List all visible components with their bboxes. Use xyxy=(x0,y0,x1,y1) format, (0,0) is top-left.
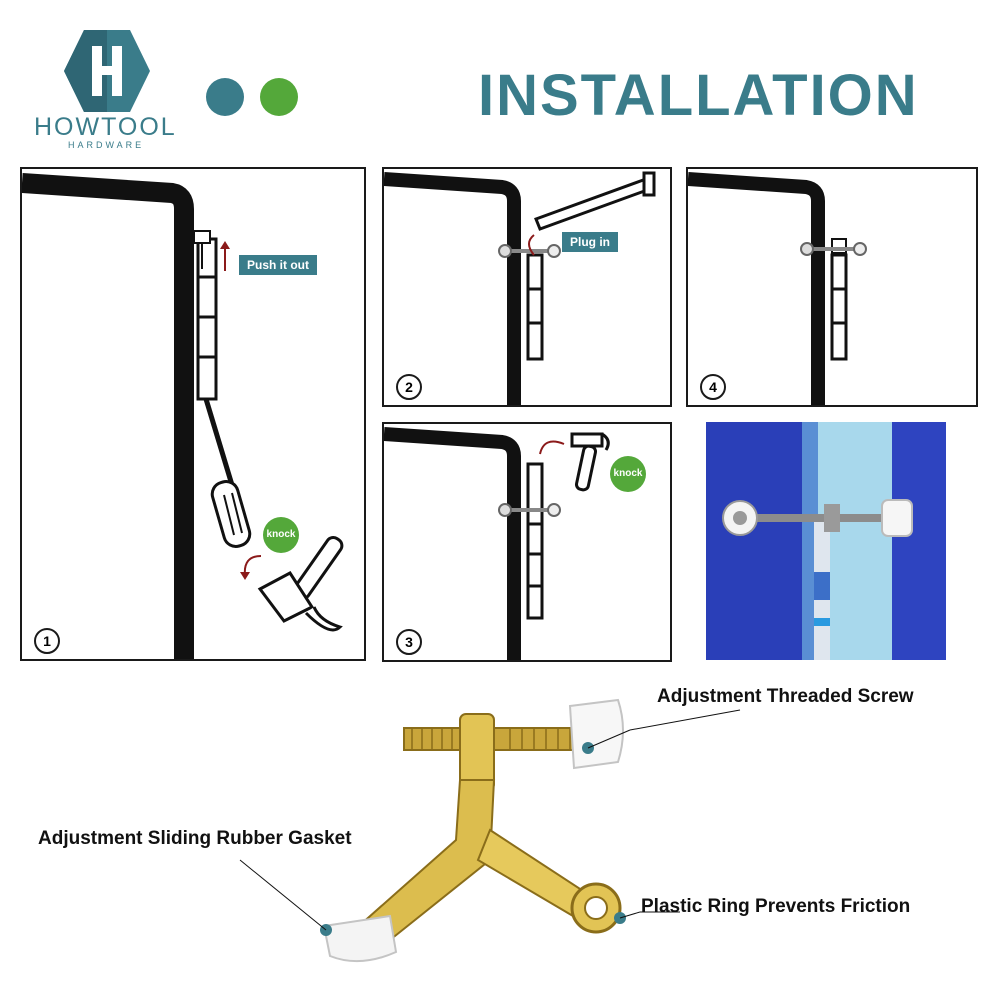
step-4-panel: 4 xyxy=(686,167,978,407)
door-frame-illustration xyxy=(22,173,218,659)
teal-dot xyxy=(206,78,244,116)
knock-badge-3: knock xyxy=(610,456,646,492)
hammer-icon xyxy=(257,535,344,632)
brand-name: HOWTOOL xyxy=(34,113,177,141)
door-frame-illustration xyxy=(688,172,867,405)
step-2-panel: Plug in 2 xyxy=(382,167,672,407)
step-4-number: 4 xyxy=(700,374,726,400)
page-title: INSTALLATION xyxy=(478,63,919,128)
label-rubber-gasket: Adjustment Sliding Rubber Gasket xyxy=(38,828,352,849)
label-plastic-ring: Plastic Ring Prevents Friction xyxy=(641,896,911,917)
step-1-panel: Push it out knock 1 xyxy=(20,167,366,661)
green-dot xyxy=(260,78,298,116)
installed-hinge-pin-photo xyxy=(706,422,946,660)
step-3-panel: knock 3 xyxy=(382,422,672,662)
push-it-out-tag: Push it out xyxy=(239,255,317,275)
door-frame-illustration xyxy=(384,427,565,660)
curved-arrow-icon xyxy=(240,555,262,580)
door-frame-illustration xyxy=(384,171,656,405)
knock-badge-1: knock xyxy=(263,517,299,553)
step-2-number: 2 xyxy=(396,374,422,400)
up-arrow-icon xyxy=(220,241,230,271)
label-threaded-screw: Adjustment Threaded Screw xyxy=(657,686,914,707)
step-1-number: 1 xyxy=(34,628,60,654)
hexagon-logo-icon xyxy=(64,30,150,112)
step-3-number: 3 xyxy=(396,629,422,655)
hinge-pin-stop-product xyxy=(320,698,640,963)
plug-in-tag: Plug in xyxy=(562,232,618,252)
brand-subtitle: HARDWARE xyxy=(68,140,145,150)
hammer-icon xyxy=(570,432,610,492)
screwdriver-icon xyxy=(203,398,252,548)
